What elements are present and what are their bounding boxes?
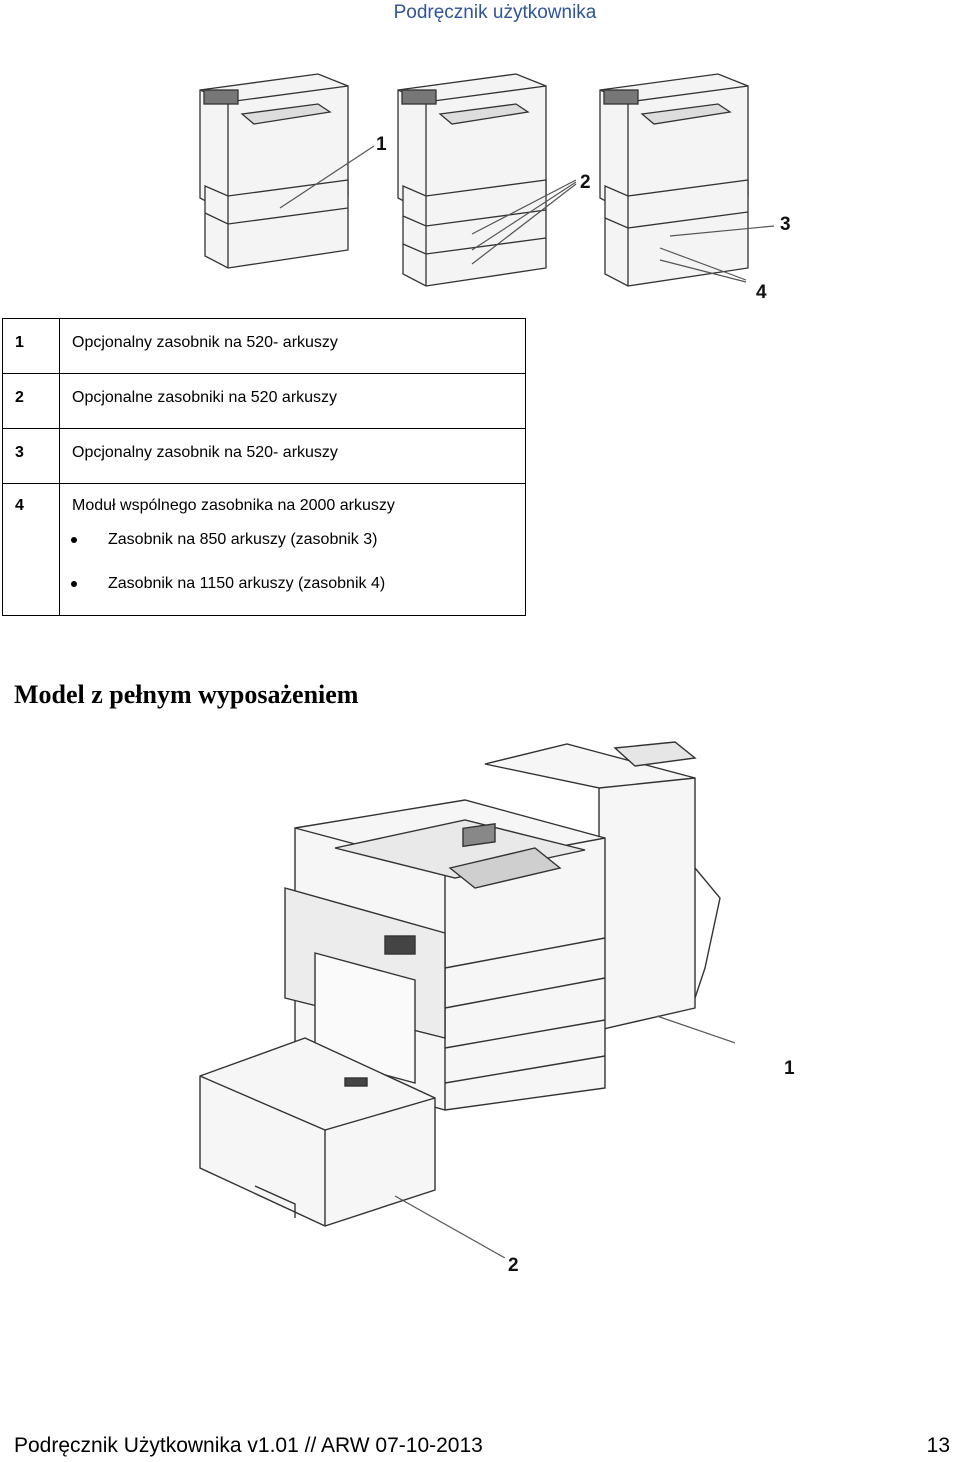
full-configuration-illustration xyxy=(199,741,735,1258)
bullet-icon xyxy=(71,581,77,587)
printer-with-one-tray xyxy=(199,73,349,269)
legend-row: 1 Opcjonalny zasobnik na 520- arkuszy xyxy=(2,318,526,374)
legend-description: Opcjonalny zasobnik na 520- arkuszy xyxy=(72,444,338,461)
callout-1-bottom: 1 xyxy=(784,1058,795,1079)
page-footer: Podręcznik Użytkownika v1.01 // ARW 07-1… xyxy=(14,1434,950,1458)
bullet-text: Zasobnik na 850 arkuszy (zasobnik 3) xyxy=(108,531,378,548)
legend-number: 3 xyxy=(15,444,24,461)
legend-table: 1 Opcjonalny zasobnik na 520- arkuszy 2 … xyxy=(2,318,526,616)
legend-description: Moduł wspólnego zasobnika na 2000 arkusz… xyxy=(72,497,395,514)
legend-row: 3 Opcjonalny zasobnik na 520- arkuszy xyxy=(2,428,526,484)
callout-3-top: 3 xyxy=(780,214,791,235)
callout-1-top: 1 xyxy=(376,134,387,155)
legend-bullet-item: Zasobnik na 1150 arkuszy (zasobnik 4) xyxy=(60,571,525,615)
printer-with-hcf xyxy=(599,73,749,287)
page-number: 13 xyxy=(926,1434,950,1457)
bullet-text: Zasobnik na 1150 arkuszy (zasobnik 4) xyxy=(108,575,386,592)
printer-with-two-trays xyxy=(397,73,547,287)
legend-row: 2 Opcjonalne zasobniki na 520 arkuszy xyxy=(2,373,526,429)
bullet-icon xyxy=(71,537,77,543)
legend-bullet-item: Zasobnik na 850 arkuszy (zasobnik 3) xyxy=(60,527,525,571)
legend-description: Opcjonalne zasobniki na 520 arkuszy xyxy=(72,389,338,406)
legend-description: Opcjonalny zasobnik na 520- arkuszy xyxy=(72,334,338,351)
page-header-title: Podręcznik użytkownika xyxy=(393,2,597,23)
callout-2-bottom: 2 xyxy=(508,1255,519,1276)
legend-number: 4 xyxy=(15,497,24,514)
callout-2-top: 2 xyxy=(580,172,591,193)
legend-row: 4 Moduł wspólnego zasobnika na 2000 arku… xyxy=(2,483,526,616)
footer-document-info: Podręcznik Użytkownika v1.01 // ARW 07-1… xyxy=(14,1434,483,1457)
section-heading: Model z pełnym wyposażeniem xyxy=(14,680,359,709)
callout-4-top: 4 xyxy=(756,282,767,303)
printer-configurations-illustration xyxy=(199,73,775,287)
legend-number: 2 xyxy=(15,389,24,406)
legend-number: 1 xyxy=(15,334,24,351)
